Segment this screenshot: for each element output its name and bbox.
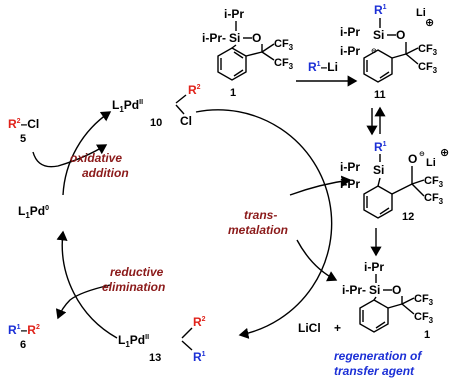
svg-text:CF3: CF3 [424, 175, 444, 189]
svg-text:⊖: ⊖ [419, 151, 425, 158]
compound-number-1-bottom: 1 [424, 329, 430, 341]
r2cl-reactant: R2–Cl 5 [8, 117, 39, 145]
svg-text:O: O [392, 283, 401, 297]
pd-oxidative-complex: L1PdII R2 Cl 10 [112, 83, 201, 129]
svg-text:addition: addition [82, 166, 129, 180]
svg-text:Si: Si [373, 163, 384, 177]
step-oxidative-addition: oxidative addition [70, 151, 129, 180]
cycle-arrow-pd10-to-pd13 [195, 109, 333, 339]
svg-text:CF3: CF3 [418, 61, 438, 75]
svg-text:i-Pr-: i-Pr- [202, 31, 226, 45]
svg-text:CF3: CF3 [424, 192, 444, 206]
compound-number-13: 13 [149, 352, 161, 364]
svg-text:i-Pr: i-Pr [340, 25, 360, 39]
alkoxide-compound-12: R1 i-Pr i-Pr Si O ⊖ Li ⊕ CF3 CF3 12 [340, 140, 449, 223]
svg-text:CF3: CF3 [274, 57, 294, 71]
r2cl-incoming-arrow [32, 144, 108, 168]
silane-compound-1-bottom: i-Pr i-Pr- Si O CF3 CF3 1 [342, 260, 434, 341]
svg-text:R2: R2 [193, 315, 206, 329]
product-r1r2: R1–R2 6 [8, 323, 40, 351]
svg-text:R2: R2 [188, 83, 201, 97]
svg-text:Li: Li [416, 7, 426, 19]
compound-number-11: 11 [374, 89, 386, 101]
svg-text:transfer agent: transfer agent [334, 364, 415, 378]
svg-text:LiCl: LiCl [298, 321, 321, 335]
svg-text:R1: R1 [374, 140, 387, 154]
compound-number-5: 5 [20, 133, 26, 145]
svg-text:reductive: reductive [110, 265, 164, 279]
cycle-arrow-pd13-to-pd0 [56, 230, 118, 339]
svg-text:R1: R1 [193, 350, 206, 364]
equilibrium-arrows [366, 106, 386, 136]
svg-text:R1–R2: R1–R2 [8, 323, 40, 337]
svg-text:Cl: Cl [180, 114, 192, 128]
svg-text:CF3: CF3 [274, 38, 294, 52]
svg-text:i-Pr: i-Pr [340, 160, 360, 174]
svg-text:⊕: ⊕ [425, 17, 434, 29]
svg-text:⊕: ⊕ [440, 147, 449, 159]
svg-text:CF3: CF3 [414, 311, 434, 325]
svg-text:Si: Si [229, 31, 240, 45]
svg-text:i-Pr-: i-Pr- [342, 283, 366, 297]
svg-text:elimination: elimination [102, 280, 165, 294]
svg-text:regeneration of: regeneration of [334, 349, 422, 363]
svg-text:i-Pr: i-Pr [364, 260, 384, 274]
svg-text:+: + [334, 321, 341, 335]
regeneration-caption: regeneration of transfer agent [334, 349, 422, 378]
compound-number-1-top: 1 [230, 87, 236, 99]
silicate-compound-11: R1 i-Pr i-Pr Si O ⊖ Li ⊕ CF3 CF3 11 [340, 3, 438, 101]
step-reductive-elimination: reductive elimination [102, 265, 165, 294]
svg-text:⊖: ⊖ [371, 48, 377, 55]
product-outgoing-arrow [55, 284, 111, 320]
svg-text:R1: R1 [374, 3, 387, 17]
svg-text:Si: Si [369, 283, 380, 297]
svg-text:CF3: CF3 [418, 43, 438, 57]
svg-text:CF3: CF3 [414, 293, 434, 307]
svg-text:i-Pr: i-Pr [224, 7, 244, 21]
svg-text:L1Pd0: L1Pd0 [18, 204, 49, 220]
transmetalation-branch-arrow [289, 175, 352, 196]
cycle-arrow-pd0-to-pd10 [62, 111, 112, 196]
silane-compound-1-top: i-Pr i-Pr- Si O CF3 CF3 1 [202, 7, 294, 99]
svg-text:O: O [408, 152, 417, 166]
compound-number-6: 6 [20, 339, 26, 351]
svg-text:Li: Li [426, 157, 436, 169]
svg-text:O: O [396, 28, 405, 42]
pd-transmetalated-complex: L1PdII R2 R1 13 [118, 315, 206, 364]
svg-text:oxidative: oxidative [70, 151, 122, 165]
svg-text:metalation: metalation [228, 223, 288, 237]
svg-text:R1–Li: R1–Li [308, 60, 338, 74]
svg-text:L1PdII: L1PdII [112, 98, 143, 114]
svg-text:i-Pr: i-Pr [340, 44, 360, 58]
step-transmetalation: trans- metalation [228, 208, 288, 237]
pd0-species: L1Pd0 [18, 204, 49, 220]
compound-number-12: 12 [402, 211, 414, 223]
svg-text:R2–Cl: R2–Cl [8, 117, 39, 131]
svg-text:O: O [252, 31, 261, 45]
transmetalation-out-arrow [296, 239, 338, 282]
svg-text:i-Pr: i-Pr [340, 177, 360, 191]
catalytic-cycle [32, 109, 333, 339]
svg-text:trans-: trans- [244, 208, 277, 222]
r1li-addition: R1–Li [296, 60, 358, 87]
svg-text:L1PdII: L1PdII [118, 333, 149, 349]
compound-number-10: 10 [150, 117, 162, 129]
svg-text:Si: Si [373, 28, 384, 42]
byproducts: LiCl + [298, 321, 341, 335]
